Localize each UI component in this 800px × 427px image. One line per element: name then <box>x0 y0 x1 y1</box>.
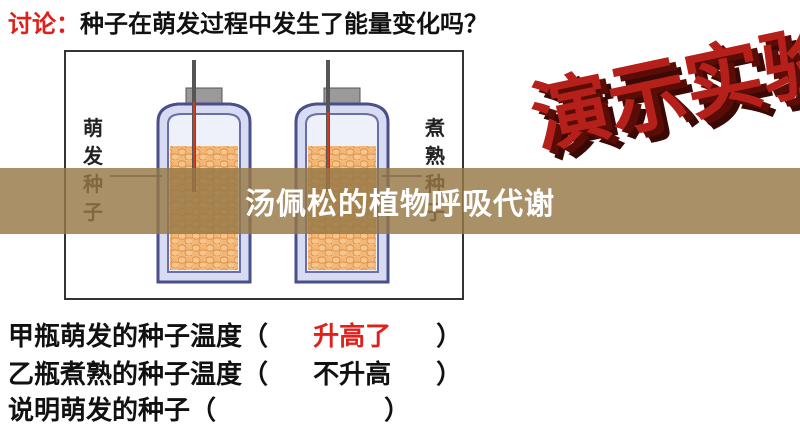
question-row: 乙瓶煮熟的种子温度（ 不升高 ） <box>8 354 462 391</box>
question-answer: 不升高 <box>313 360 392 390</box>
right-label-char: 熟 <box>425 144 445 168</box>
question-suffix: ） <box>384 396 411 426</box>
question-prefix: 乙瓶煮熟的种子温度（ <box>8 360 269 390</box>
left-label-char: 发 <box>83 144 103 168</box>
question-suffix: ） <box>436 360 463 390</box>
page-heading: 讨论：种子在萌发过程中发生了能量变化吗？ <box>8 4 488 39</box>
banner-text: 汤佩松的植物呼吸代谢 <box>245 187 555 222</box>
question-row: 甲瓶萌发的种子温度（ 升高了 ） <box>8 316 462 353</box>
question-prefix: 说明萌发的种子（ <box>8 396 217 426</box>
left-label-char: 萌 <box>83 116 103 140</box>
question-answer: 升高了 <box>313 322 392 352</box>
heading-lead: 讨论： <box>8 10 80 38</box>
title-banner: 汤佩松的植物呼吸代谢 <box>0 168 800 234</box>
heading-question: 种子在萌发过程中发生了能量变化吗？ <box>80 10 488 38</box>
question-prefix: 甲瓶萌发的种子温度（ <box>8 322 269 352</box>
right-label-char: 煮 <box>425 116 445 140</box>
question-suffix: ） <box>436 322 463 352</box>
left-jar-cap <box>185 87 223 105</box>
question-row: 说明萌发的种子（ ） <box>8 390 410 427</box>
